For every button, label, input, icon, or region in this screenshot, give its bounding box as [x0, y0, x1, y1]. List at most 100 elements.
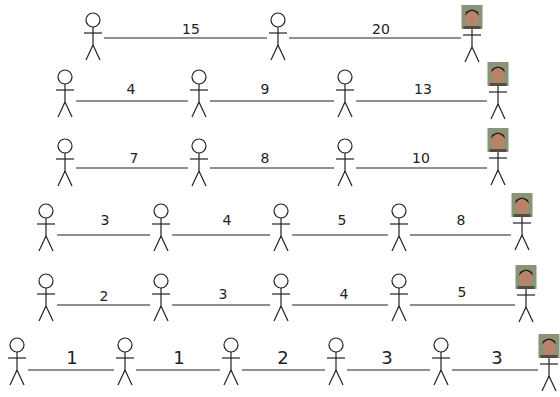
figure-body	[497, 152, 498, 170]
figure-leg	[522, 235, 529, 250]
figure-body	[344, 84, 345, 102]
connecting-line	[347, 369, 430, 370]
figure-leg	[125, 370, 132, 385]
figure-head	[274, 274, 288, 288]
figure-head	[154, 274, 168, 288]
figure-arms	[513, 222, 531, 223]
connecting-line	[172, 304, 270, 305]
figure-leg	[515, 235, 522, 250]
distance-number: 20	[370, 22, 392, 36]
connecting-line	[57, 304, 150, 305]
distance-number: 1	[171, 349, 186, 367]
figure-body	[280, 288, 281, 306]
figure-body	[471, 29, 472, 47]
figure-head	[86, 13, 100, 27]
connecting-line	[292, 234, 388, 235]
figure-head	[10, 338, 24, 352]
figure-arms	[152, 223, 170, 224]
connecting-line	[28, 369, 114, 370]
figure-leg	[154, 306, 161, 321]
figure-leg	[498, 170, 505, 185]
figure-arms	[463, 34, 481, 35]
figure-body	[45, 288, 46, 306]
figure-leg	[192, 102, 199, 117]
connecting-line	[410, 304, 515, 305]
figure-arms	[84, 32, 102, 33]
figure-leg	[281, 236, 288, 251]
figure-body	[92, 27, 93, 45]
figure-head	[192, 139, 206, 153]
figure-leg	[278, 45, 285, 60]
photo-shirt	[464, 26, 481, 29]
figure-arms	[489, 91, 507, 92]
connecting-line	[172, 234, 270, 235]
distance-number: 3	[99, 213, 112, 227]
figure-head	[58, 139, 72, 153]
figure-body	[335, 352, 336, 370]
photo-hair	[491, 67, 505, 74]
photo-face	[492, 133, 505, 150]
figure-leg	[549, 376, 556, 391]
figure-leg	[526, 307, 533, 322]
figure-arms	[190, 89, 208, 90]
figure-head	[154, 204, 168, 218]
figure-leg	[161, 236, 168, 251]
photo-background	[512, 193, 533, 217]
figure-body	[64, 84, 65, 102]
figure-body	[45, 218, 46, 236]
figure-leg	[161, 306, 168, 321]
figure-leg	[58, 171, 65, 186]
figure-arms	[56, 158, 74, 159]
figure-leg	[199, 171, 206, 186]
figure-head	[39, 274, 53, 288]
figure-leg	[281, 306, 288, 321]
distance-number: 8	[259, 151, 272, 165]
figure-leg	[224, 370, 231, 385]
figure-arms	[272, 223, 290, 224]
figure-head	[434, 338, 448, 352]
figure-arms	[152, 293, 170, 294]
distance-number: 3	[489, 349, 504, 367]
connecting-line	[410, 234, 511, 235]
figure-leg	[338, 102, 345, 117]
figure-leg	[192, 171, 199, 186]
distance-number: 4	[338, 287, 351, 301]
figure-arms	[269, 32, 287, 33]
figure-leg	[345, 102, 352, 117]
figure-leg	[199, 102, 206, 117]
figure-head	[39, 204, 53, 218]
figure-leg	[86, 45, 93, 60]
figure-leg	[392, 236, 399, 251]
connecting-line	[242, 369, 325, 370]
connecting-line	[136, 369, 220, 370]
figure-arms	[390, 223, 408, 224]
figure-leg	[498, 104, 505, 119]
photo-face	[466, 10, 479, 27]
figure-body	[198, 84, 199, 102]
connecting-line	[289, 37, 461, 38]
figure-body	[521, 217, 522, 235]
figure-leg	[441, 370, 448, 385]
figure-arms	[540, 363, 558, 364]
figure-body	[230, 352, 231, 370]
figure-body	[160, 288, 161, 306]
distance-number: 1	[64, 349, 79, 367]
figure-leg	[154, 236, 161, 251]
distance-number: 10	[410, 151, 432, 165]
figure-arms	[190, 158, 208, 159]
photo-hair	[542, 339, 556, 346]
figure-body	[525, 289, 526, 307]
figure-body	[548, 358, 549, 376]
figure-head	[329, 338, 343, 352]
figure-arms	[37, 293, 55, 294]
figure-leg	[336, 370, 343, 385]
connecting-line	[452, 369, 538, 370]
photo-hair	[515, 198, 529, 205]
distance-number: 7	[128, 151, 141, 165]
figure-leg	[491, 170, 498, 185]
photo-face	[543, 339, 556, 356]
figure-arms	[56, 89, 74, 90]
photo-hair	[491, 133, 505, 140]
figure-leg	[338, 171, 345, 186]
